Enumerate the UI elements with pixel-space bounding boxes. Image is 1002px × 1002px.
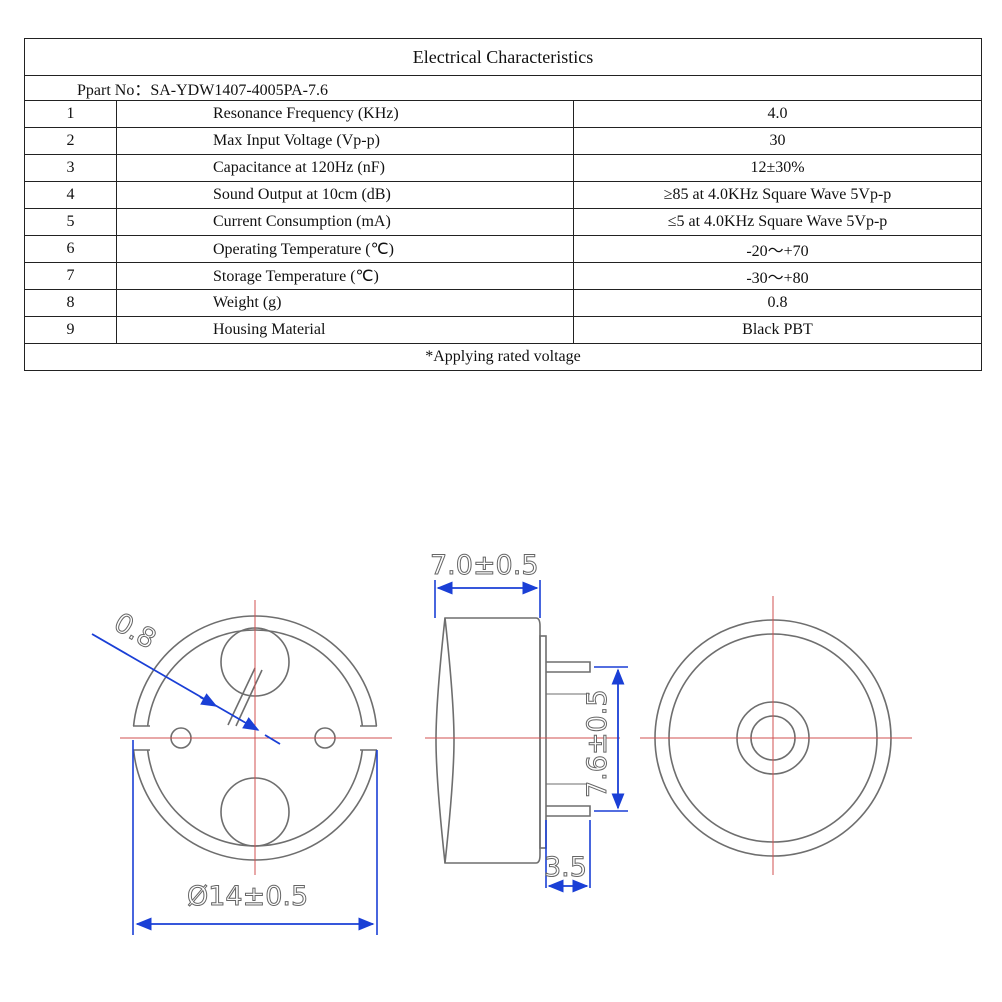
row-parameter: Sound Output at 10cm (dB)	[116, 181, 574, 209]
row-number: 4	[24, 181, 117, 209]
row-value: 12±30%	[573, 154, 982, 182]
pin-spacing-dimension: 7.6±0.5	[582, 666, 628, 812]
note-row: *Applying rated voltage	[24, 343, 982, 371]
row-parameter: Operating Temperature (℃)	[116, 235, 574, 263]
table-row: 4 Sound Output at 10cm (dB) ≥85 at 4.0KH…	[24, 181, 982, 209]
row-number: 3	[24, 154, 117, 182]
row-number: 2	[24, 127, 117, 155]
side-pin-top	[546, 661, 591, 673]
row-parameter: Current Consumption (mA)	[116, 208, 574, 236]
row-value: 0.8	[573, 289, 982, 317]
row-number: 9	[24, 316, 117, 344]
side-view	[435, 617, 591, 864]
part-number-label: Ppart No：	[77, 82, 151, 99]
front-view-centerlines	[640, 596, 912, 875]
row-value: ≤5 at 4.0KHz Square Wave 5Vp-p	[573, 208, 982, 236]
side-base-ring	[539, 635, 547, 849]
pin-lead-edge	[235, 669, 263, 727]
pin-spacing-label: 7.6±0.5	[582, 689, 613, 798]
table-title: Electrical Characteristics	[24, 38, 982, 76]
row-number: 8	[24, 289, 117, 317]
mechanical-drawing: 0.8 Ø14±0.5 7.0±0.5	[0, 530, 1002, 1002]
side-pin-bottom	[546, 805, 591, 817]
table-row: 3 Capacitance at 120Hz (nF) 12±30%	[24, 154, 982, 182]
part-number-row: Ppart No：SA-YDW1407-4005PA-7.6	[24, 75, 982, 101]
table-row: 9 Housing Material Black PBT	[24, 316, 982, 344]
diameter-label: Ø14±0.5	[187, 881, 308, 912]
row-value: 4.0	[573, 100, 982, 128]
row-parameter: Housing Material	[116, 316, 574, 344]
table-row: 5 Current Consumption (mA) ≤5 at 4.0KHz …	[24, 208, 982, 236]
row-number: 1	[24, 100, 117, 128]
table-row: 2 Max Input Voltage (Vp-p) 30	[24, 127, 982, 155]
part-number-value: SA-YDW1407-4005PA-7.6	[150, 82, 328, 99]
notch-edges	[133, 725, 377, 751]
row-value: -20～+70	[573, 235, 982, 263]
table-title-row: Electrical Characteristics	[24, 38, 982, 76]
side-body	[435, 617, 541, 864]
side-body-edge	[444, 617, 455, 864]
table-row: 7 Storage Temperature (℃) -30～+80	[24, 262, 982, 290]
table-row: 8 Weight (g) 0.8	[24, 289, 982, 317]
height-label: 7.0±0.5	[430, 550, 539, 581]
pin-length-label: 3.5	[544, 852, 587, 883]
row-parameter: Capacitance at 120Hz (nF)	[116, 154, 574, 182]
table-row: 6 Operating Temperature (℃) -20～+70	[24, 235, 982, 263]
top-view-centerlines	[120, 600, 392, 875]
pin-length-dimension: 3.5	[544, 820, 591, 893]
row-parameter: Resonance Frequency (KHz)	[116, 100, 574, 128]
row-parameter: Max Input Voltage (Vp-p)	[116, 127, 574, 155]
electrical-characteristics-table-wrap: Electrical Characteristics Ppart No：SA-Y…	[24, 38, 982, 371]
row-number: 5	[24, 208, 117, 236]
footnote: *Applying rated voltage	[24, 343, 982, 371]
height-dimension: 7.0±0.5	[430, 550, 541, 618]
row-parameter: Weight (g)	[116, 289, 574, 317]
row-number: 7	[24, 262, 117, 290]
row-value: Black PBT	[573, 316, 982, 344]
row-value: ≥85 at 4.0KHz Square Wave 5Vp-p	[573, 181, 982, 209]
diameter-dimension: Ø14±0.5	[132, 740, 378, 935]
part-number-cell: Ppart No：SA-YDW1407-4005PA-7.6	[24, 75, 982, 101]
mechanical-drawing-svg: 0.8 Ø14±0.5 7.0±0.5	[91, 550, 912, 935]
row-value: -30～+80	[573, 262, 982, 290]
table-row: 1 Resonance Frequency (KHz) 4.0	[24, 100, 982, 128]
electrical-characteristics-table: Electrical Characteristics Ppart No：SA-Y…	[24, 38, 982, 371]
row-value: 30	[573, 127, 982, 155]
row-parameter: Storage Temperature (℃)	[116, 262, 574, 290]
row-number: 6	[24, 235, 117, 263]
